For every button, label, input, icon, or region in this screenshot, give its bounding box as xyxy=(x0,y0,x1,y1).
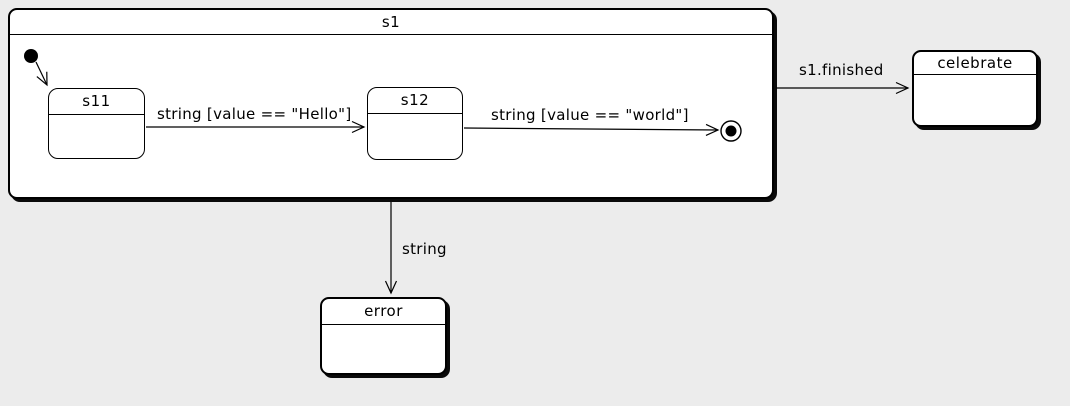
state-error-title: error xyxy=(322,299,445,325)
state-error[interactable]: error xyxy=(320,297,447,375)
transition-label-s12-to-final[interactable]: string [value == "world"] xyxy=(491,106,689,124)
state-s11[interactable]: s11 xyxy=(48,88,145,159)
state-s1-title: s1 xyxy=(10,10,772,35)
state-celebrate[interactable]: celebrate xyxy=(912,50,1038,127)
transition-arrow-s12-to-final[interactable] xyxy=(463,123,720,136)
transition-label-s11-to-s12[interactable]: string [value == "Hello"] xyxy=(157,105,352,123)
state-celebrate-title: celebrate xyxy=(914,52,1036,75)
state-s12[interactable]: s12 xyxy=(367,87,463,160)
state-s11-title: s11 xyxy=(49,89,144,115)
transition-initial-to-s11[interactable] xyxy=(35,61,48,87)
transition-label-s1-to-error[interactable]: string xyxy=(402,240,447,258)
state-s12-title: s12 xyxy=(368,88,462,114)
transition-label-s1-to-celebrate[interactable]: s1.finished xyxy=(799,61,884,79)
